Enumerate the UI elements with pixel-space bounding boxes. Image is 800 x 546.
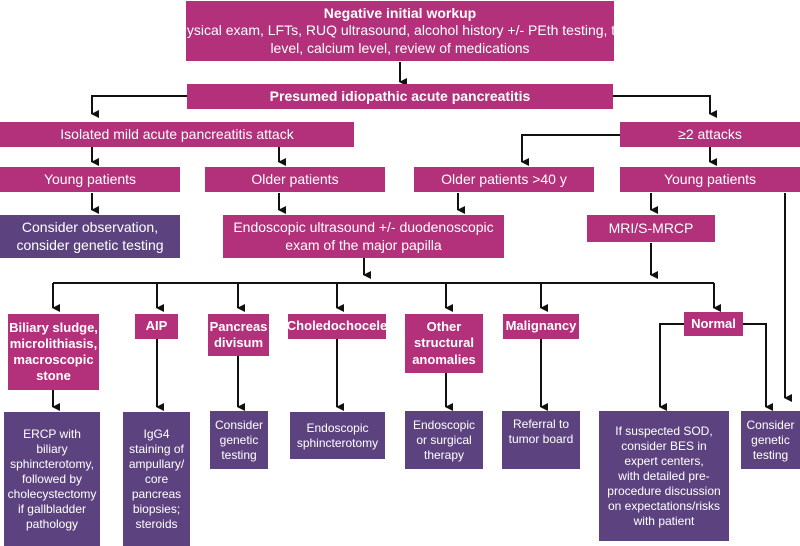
node-text-line: Consider (746, 417, 795, 432)
node-text-line: macroscopic (13, 352, 94, 367)
node-text-line: level, calcium level, review of medicati… (270, 39, 530, 56)
node-text-line: IgG4 (143, 426, 170, 441)
node-action-endoscopic-surgical: Endoscopic or surgical therapy (405, 411, 483, 469)
node-text-line: genetic (751, 432, 790, 447)
node-text-line: stone (36, 368, 71, 384)
node-young-patients-left: Young patients (0, 167, 180, 192)
node-finding-malignancy: Malignancy (503, 314, 579, 339)
node-text-line: Other (426, 319, 462, 335)
node-finding-aip: AIP (135, 314, 178, 339)
node-text-line: microlithiasis, (9, 335, 98, 351)
node-label: Malignancy (505, 318, 577, 334)
node-text-line: staining of (129, 441, 184, 456)
node-text-line: History, physical exam, LFTs, RUQ ultras… (120, 22, 679, 39)
arrow-presumed-to-multiple (613, 95, 717, 118)
node-young-patients-right: Young patients (620, 167, 800, 192)
node-text-line: pathology (25, 516, 79, 531)
node-finding-normal: Normal (684, 312, 743, 336)
node-consider-observation: Consider observation, consider genetic t… (0, 215, 180, 258)
node-label: Normal (691, 315, 736, 331)
node-text-line: anomalies (412, 351, 476, 367)
node-finding-biliary: Biliary sludge, microlithiasis, macrosco… (8, 314, 99, 390)
node-endoscopic-ultrasound: Endoscopic ultrasound +/- duodenoscopic … (223, 215, 504, 258)
node-text-line: Biliary sludge, (9, 319, 98, 335)
node-text-line: expert centers, (624, 453, 704, 468)
node-text-line: consider BES in (621, 438, 707, 453)
node-text-line: Endoscopic ultrasound +/- duodenoscopic (233, 219, 494, 235)
node-isolated-attack: Isolated mild acute pancreatitis attack (0, 122, 354, 147)
node-negative-initial-workup: Negative initial workup History, physica… (121, 1, 679, 61)
node-text-line: sphincterotomy (296, 435, 379, 450)
arrow-normal-genetic (743, 323, 773, 411)
node-text-line: followed by (21, 471, 83, 486)
node-text-line: testing (752, 447, 789, 462)
node-text-line: core (144, 471, 169, 486)
node-action-sod-bes: If suspected SOD, consider BES in expert… (599, 411, 729, 541)
node-action-sphincterotomy: Endoscopic sphincterotomy (290, 412, 385, 459)
node-label: ≥2 attacks (678, 125, 742, 142)
node-finding-choledochocele: Choledochocele (286, 314, 388, 339)
node-text-line: structural (414, 335, 474, 351)
arrow-multiple-to-older (521, 134, 620, 166)
node-mri-mrcp: MRI/S-MRCP (587, 215, 715, 242)
node-text-line: Consider (214, 417, 264, 432)
node-text-line: cholecystectomy (7, 486, 97, 501)
node-text-line: with detailed pre- (618, 468, 710, 483)
node-label: Older patients (251, 170, 339, 187)
node-text-line: if gallbladder (17, 501, 87, 516)
node-text-line: ampullary/ (128, 456, 185, 471)
node-action-genetic-right: Consider genetic testing (741, 411, 800, 469)
node-label: MRI/S-MRCP (608, 219, 694, 236)
node-text-line: Endoscopic (412, 417, 476, 432)
node-older-patients-40: Older patients >40 y (414, 167, 594, 192)
node-text-line: on expectations/risks (607, 498, 721, 513)
node-finding-pancreas-divisum: Pancreas divisum (208, 314, 269, 356)
node-text-line: sphincterotomy, (10, 456, 94, 471)
node-action-igg4: IgG4 staining of ampullary/ core pancrea… (123, 412, 190, 546)
node-older-patients: Older patients (205, 167, 385, 192)
node-label: Young patients (43, 170, 137, 187)
node-action-tumor-board: Referral to tumor board (502, 411, 580, 469)
node-text-line: pancreas (131, 486, 182, 501)
node-text-line: divisum (213, 335, 264, 350)
node-text-line: ERCP with (23, 426, 81, 441)
node-text-line: Referral to (512, 417, 570, 431)
node-label: Older patients >40 y (441, 170, 567, 187)
node-multiple-attacks: ≥2 attacks (620, 122, 800, 147)
node-text-line: or surgical (416, 432, 472, 447)
node-label: Isolated mild acute pancreatitis attack (60, 125, 294, 142)
node-text-line: Pancreas (209, 318, 268, 334)
node-text-line: genetic (219, 432, 259, 447)
node-action-ercp: ERCP with biliary sphincterotomy, follow… (4, 412, 100, 546)
node-text-line: biopsies; (132, 501, 181, 516)
node-text-line: consider genetic testing (16, 236, 164, 253)
node-label: Presumed idiopathic acute pancreatitis (269, 87, 531, 104)
node-label: Choledochocele (286, 318, 388, 334)
node-text-line: If suspected SOD, (615, 423, 713, 438)
node-text-line: steroids (135, 516, 178, 531)
node-finding-structural-anomalies: Other structural anomalies (405, 314, 483, 373)
node-text-line: biliary (36, 441, 68, 456)
node-text-line: Consider observation, (21, 219, 159, 235)
arrow-normal-sod (659, 323, 685, 411)
node-text-line: exam of the major papilla (285, 236, 442, 253)
node-text-line: procedure discussion (607, 483, 721, 498)
node-label: Young patients (663, 170, 757, 187)
node-text-line: Endoscopic (306, 420, 369, 435)
node-title: Negative initial workup (323, 4, 477, 21)
node-text-line: tumor board (508, 432, 574, 446)
node-label: AIP (145, 318, 168, 334)
node-text-line: testing (221, 447, 257, 462)
arrow-presumed-to-isolated (91, 95, 187, 118)
node-text-line: with patient (633, 513, 695, 528)
node-presumed-idiopathic: Presumed idiopathic acute pancreatitis (187, 84, 613, 109)
node-action-genetic-divisum: Consider genetic testing (210, 411, 268, 469)
node-text-line: therapy (423, 447, 465, 462)
